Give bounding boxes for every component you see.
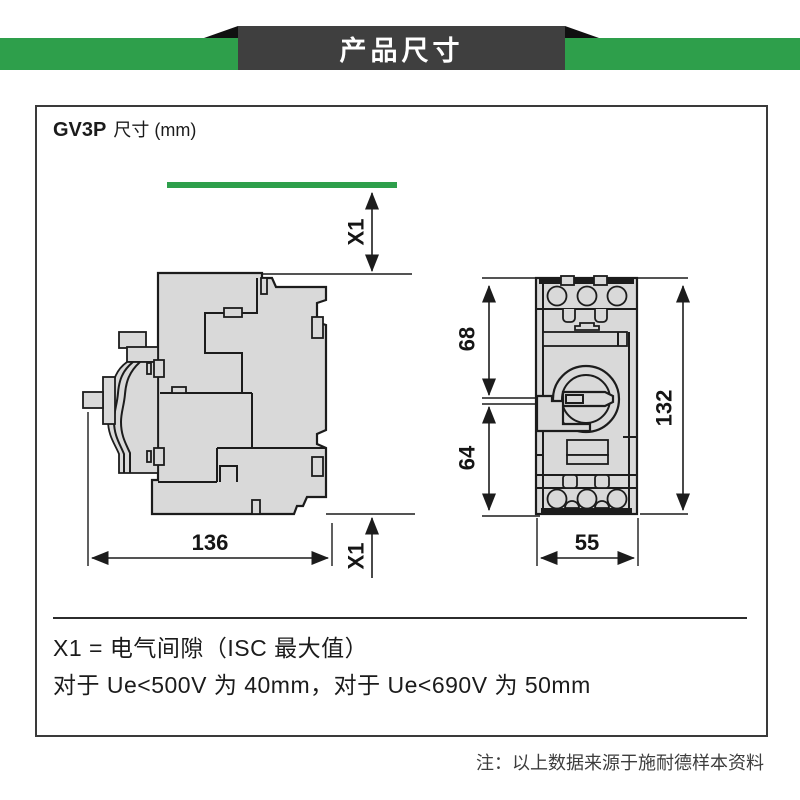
legend-line-1: X1 = 电气间隙（ISC 最大值） xyxy=(53,635,369,661)
panel-heading: GV3P 尺寸 (mm) xyxy=(53,116,196,142)
banner-title: 产品尺寸 xyxy=(339,35,464,66)
banner-fold-right xyxy=(565,26,599,38)
section-banner: 产品尺寸 xyxy=(238,26,565,70)
legend-line-2: 对于 Ue<500V 为 40mm，对于 Ue<690V 为 50mm xyxy=(53,672,591,698)
heading-suffix: 尺寸 (mm) xyxy=(113,120,197,140)
banner-fold-left xyxy=(204,26,238,38)
source-footnote: 注：以上数据来源于施耐德样本资料 xyxy=(476,753,764,773)
product-model: GV3P xyxy=(53,119,107,141)
legend-divider xyxy=(53,617,747,619)
